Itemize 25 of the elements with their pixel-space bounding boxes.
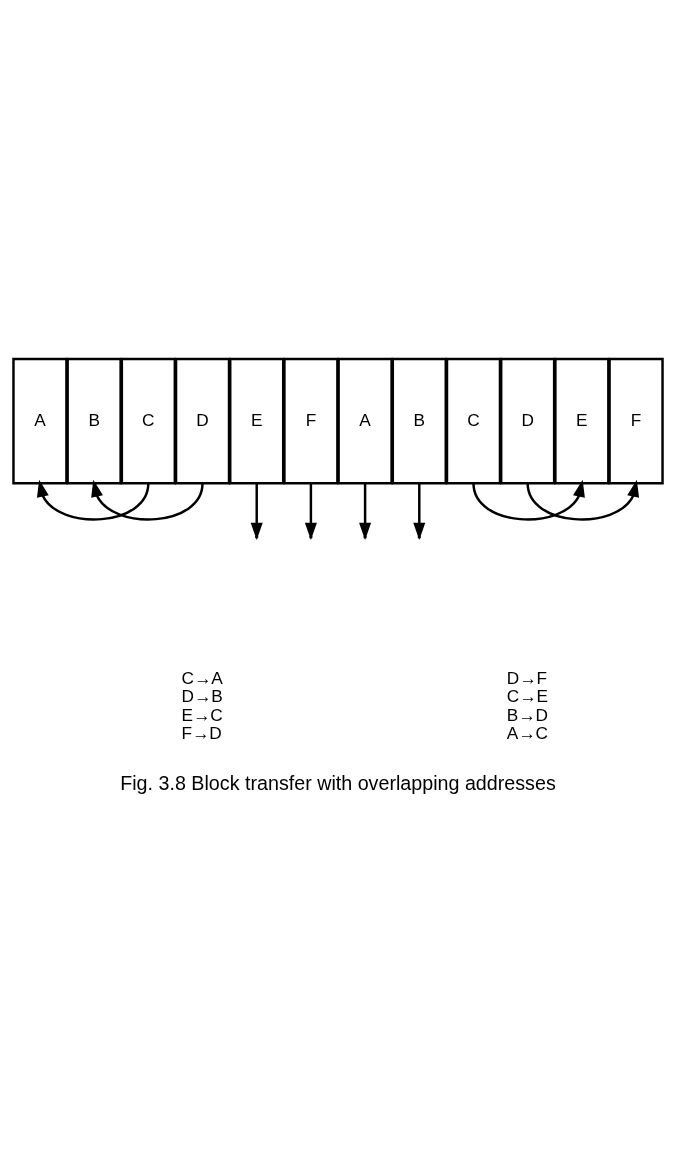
label: F→D (181, 723, 222, 744)
arrow (472, 479, 585, 521)
node-box: A (337, 357, 393, 485)
node-box: B (66, 357, 122, 485)
arrow (36, 479, 150, 521)
label: E→C (181, 704, 223, 725)
label: D→F (506, 667, 547, 688)
arrow (526, 479, 640, 521)
arrow (91, 479, 204, 521)
node-box: C (120, 357, 177, 485)
node-box: A (12, 357, 68, 485)
label: A→C (506, 723, 548, 744)
node-box: C (445, 357, 502, 485)
node-box: E (229, 357, 285, 485)
node-box: E (554, 357, 610, 485)
caption: Fig. 3.8 Block transfer with overlapping addresses (120, 771, 556, 794)
label: D→B (181, 686, 223, 707)
label: C→A (181, 667, 223, 688)
node-box: D (499, 357, 556, 485)
node-box: F (608, 357, 664, 485)
label: C→E (506, 686, 548, 707)
node-box: D (174, 357, 231, 485)
label: B→D (506, 704, 548, 725)
node-box: B (391, 357, 447, 485)
node-box: F (283, 357, 339, 485)
